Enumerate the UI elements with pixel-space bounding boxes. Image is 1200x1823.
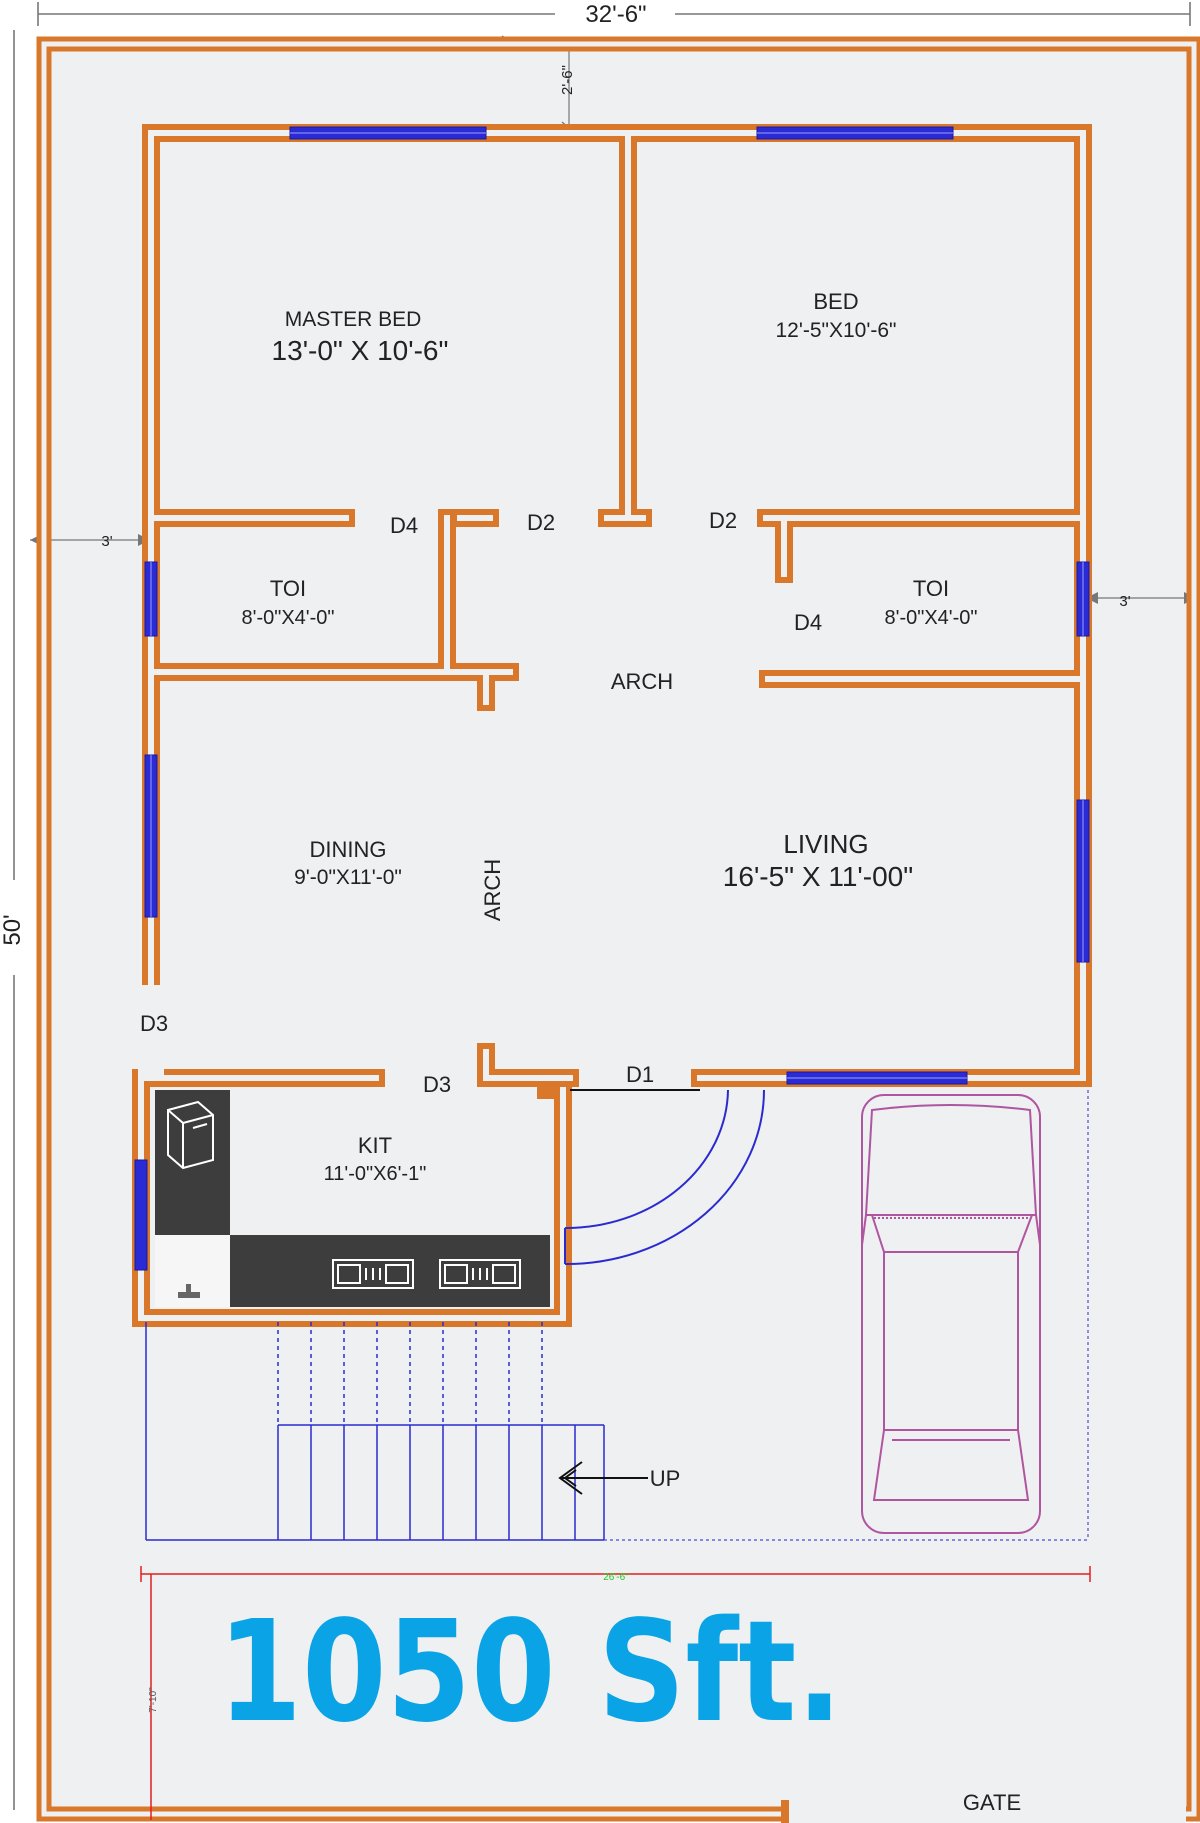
front-gap-label: 7'-10" <box>148 1687 159 1713</box>
sink-icon <box>178 1284 200 1298</box>
dining-name: DINING <box>310 837 387 862</box>
right-setback-label: 3' <box>1119 593 1130 610</box>
fridge-icon <box>167 1100 214 1170</box>
car-icon <box>861 1094 1041 1534</box>
label-d2-left: D2 <box>527 510 555 535</box>
label-gate: GATE <box>963 1790 1021 1815</box>
gate-opening <box>788 1800 1186 1823</box>
label-d1: D1 <box>626 1062 654 1087</box>
label-d4-right: D4 <box>794 610 822 635</box>
compound-wall-core <box>41 41 1197 1817</box>
room-labels: MASTER BED 13'-0" X 10'-6" BED 12'-5"X10… <box>242 289 978 1185</box>
overall-length-dimension: 50' <box>0 30 26 1810</box>
bed-name: BED <box>813 289 858 314</box>
left-setback-label: 3' <box>101 533 112 550</box>
label-d3-kit: D3 <box>423 1072 451 1097</box>
living-size: 16'-5" X 11'-00" <box>723 861 913 892</box>
kitchen-counter-bottom <box>230 1235 550 1307</box>
toi-left-name: TOI <box>270 576 306 601</box>
living-name: LIVING <box>783 829 868 859</box>
label-d3-left: D3 <box>140 1011 168 1036</box>
window-kitchen <box>134 1159 148 1271</box>
front-gap-dimension: 7'-10" <box>148 1574 159 1820</box>
master-bed-size: 13'-0" X 10'-6" <box>272 335 449 366</box>
label-up: UP <box>650 1466 681 1491</box>
main-door-swing <box>564 1089 765 1266</box>
stove-icon-2 <box>439 1259 521 1289</box>
dining-size: 9'-0"X11'-0" <box>294 866 402 889</box>
stove-icon <box>332 1259 414 1289</box>
area-label: 1050 Sft. <box>218 1591 843 1754</box>
overall-length-label: 50' <box>0 914 26 945</box>
overall-width-label: 32'-6" <box>585 1 646 28</box>
left-wall-door-gap <box>138 985 164 1080</box>
parking-boundary <box>604 1090 1089 1541</box>
door-labels: D4 D2 D2 D4 ARCH ARCH D3 D3 D1 UP GATE <box>140 508 1021 1815</box>
label-d4-left: D4 <box>390 513 418 538</box>
kitchen-counter-left <box>155 1090 230 1235</box>
kitchen-size: 11'-0"X6'-1" <box>324 1163 427 1185</box>
kitchen-name: KIT <box>358 1133 392 1158</box>
staircase <box>145 1322 605 1541</box>
master-bed-name: MASTER BED <box>285 308 422 331</box>
toi-right-name: TOI <box>913 576 949 601</box>
label-d2-right: D2 <box>709 508 737 533</box>
overall-width-dimension: 32'-6" <box>37 1 1191 28</box>
label-arch-vertical: ARCH <box>480 859 505 921</box>
label-arch-horizontal: ARCH <box>611 669 673 694</box>
window-glazing-lines <box>150 132 1084 1079</box>
built-width-dimension: 26'-6" <box>140 1566 1091 1583</box>
built-width-label: 26'-6" <box>603 1572 629 1583</box>
toi-right-size: 8'-0"X4'-0" <box>885 607 978 629</box>
bed-size: 12'-5"X10'-6" <box>776 319 897 342</box>
toi-left-size: 8'-0"X4'-0" <box>242 607 335 629</box>
kitchen-fixtures <box>155 1090 550 1307</box>
front-setback-label: 2'-6" <box>559 65 576 95</box>
stair-up-arrow <box>558 1461 648 1495</box>
